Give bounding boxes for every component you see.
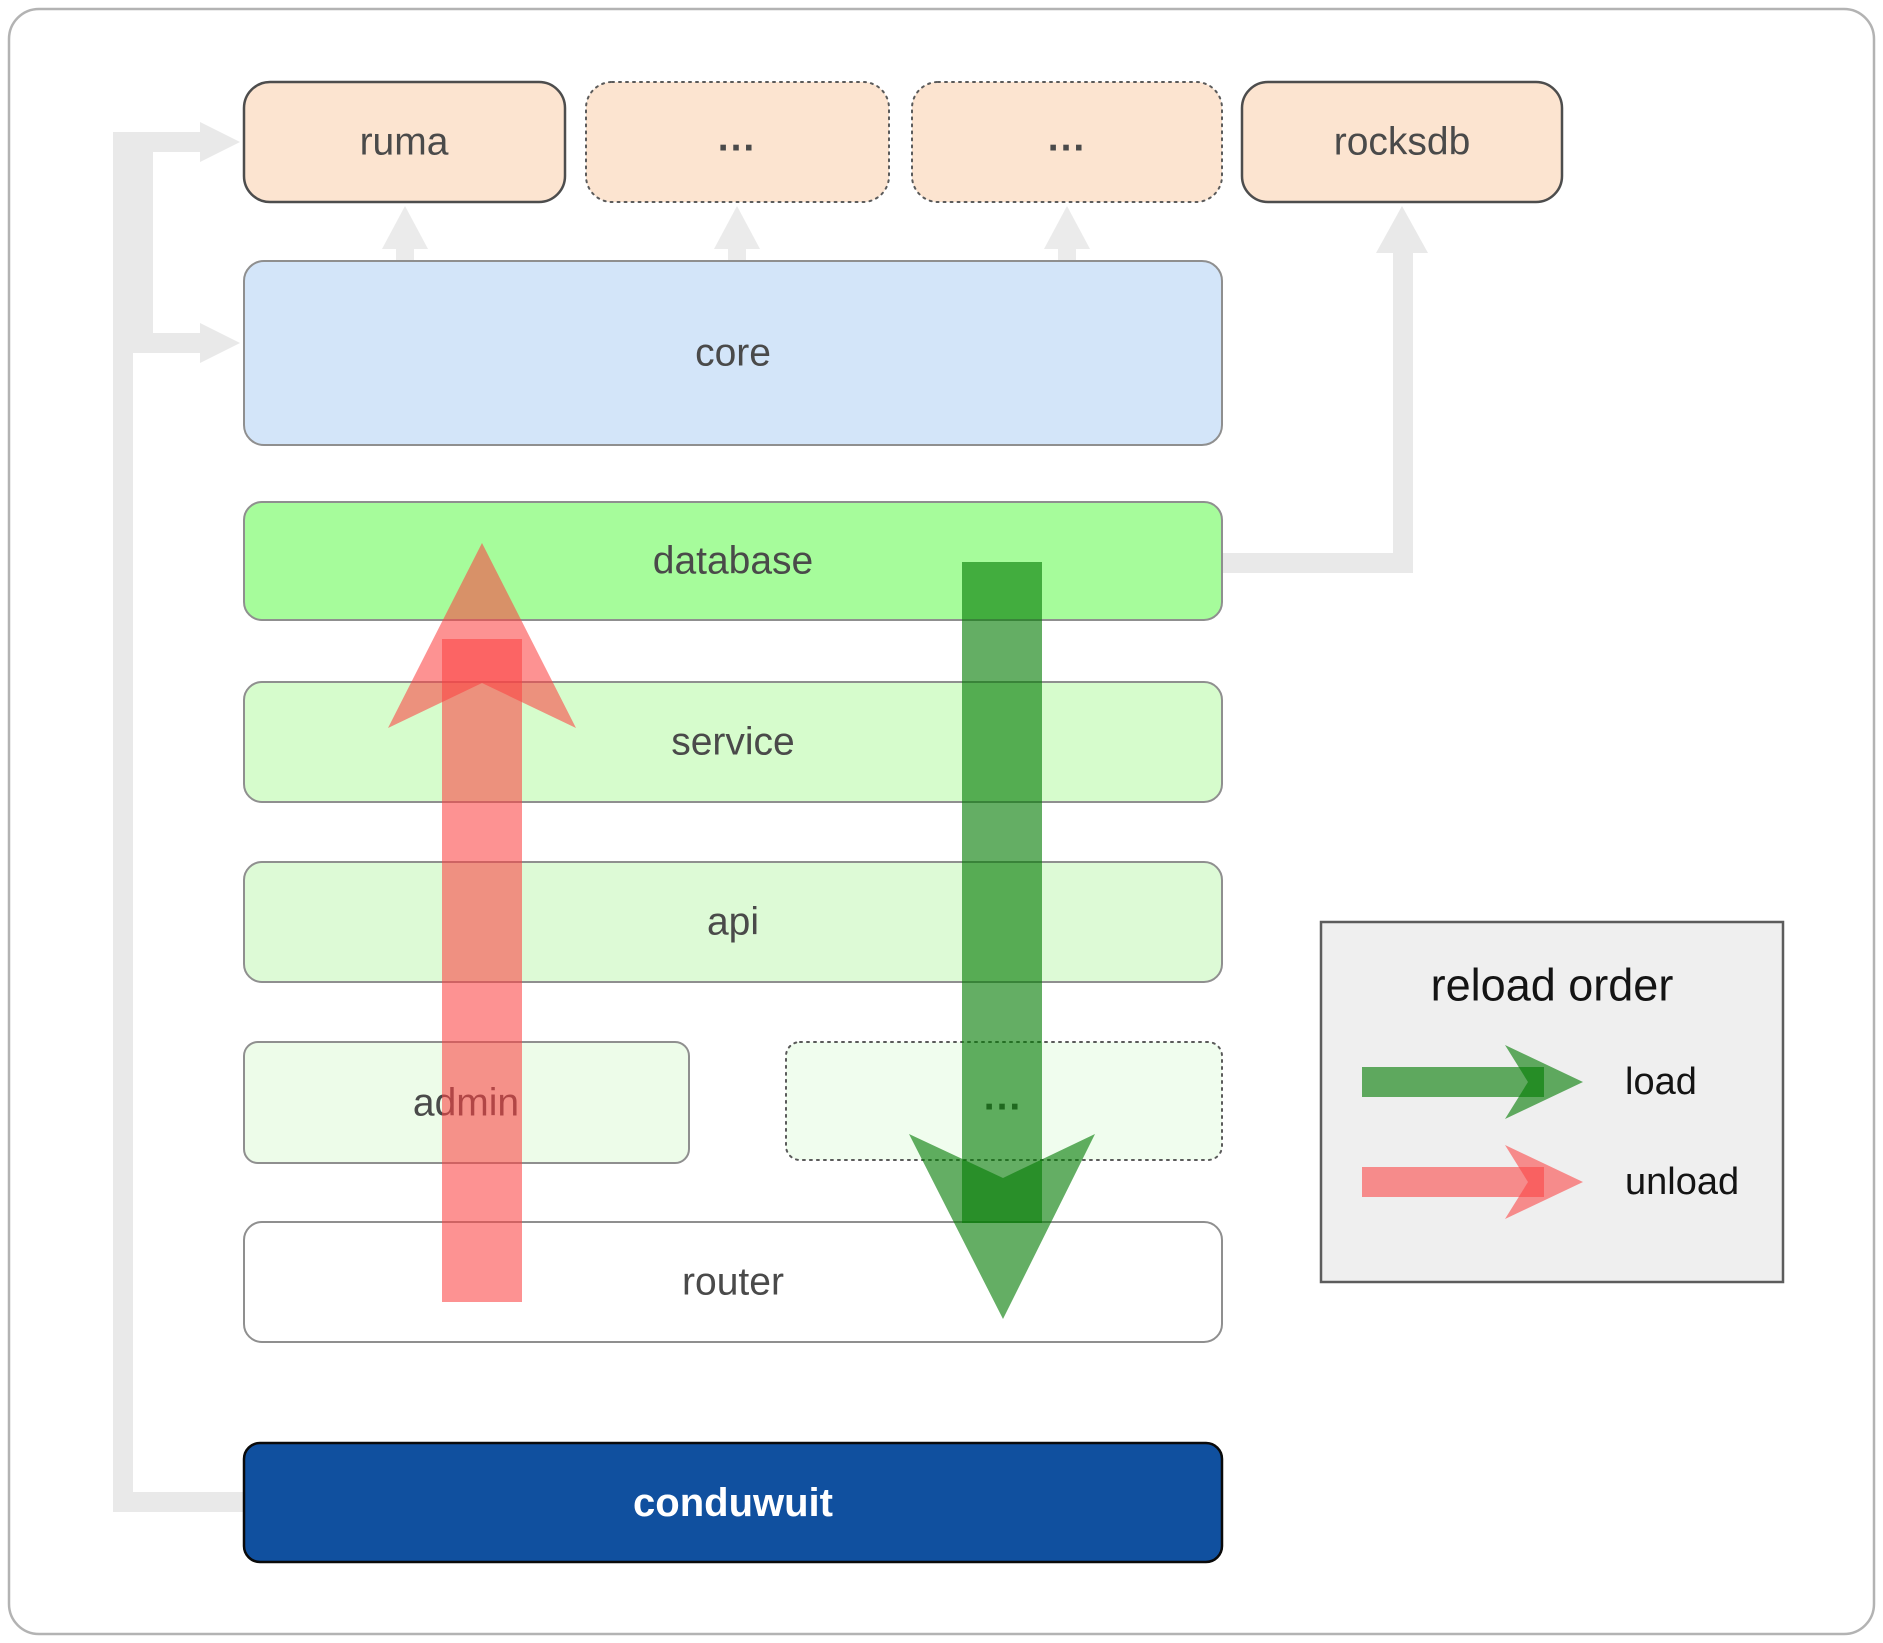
unload-arrowhead-icon [388, 543, 576, 728]
box-label-api: api [707, 901, 759, 944]
load-arrowhead-icon [909, 1134, 1095, 1319]
arrowhead-into-core-icon [200, 323, 240, 363]
box-crate-dots-2: ... [911, 81, 1223, 203]
arrowhead-icon [714, 206, 760, 249]
connector-conduwuit-to-ruma [113, 122, 244, 1512]
box-label-dots: ... [718, 117, 757, 160]
box-label-conduwuit: conduwuit [633, 1481, 833, 1525]
box-rocksdb: rocksdb [1240, 80, 1564, 204]
load-arrow-shaft [962, 562, 1042, 1223]
unload-arrow [388, 543, 576, 1302]
box-label-rocksdb: rocksdb [1334, 121, 1471, 164]
connector-line [1222, 252, 1413, 573]
legend-load-label: load [1625, 1061, 1697, 1103]
arrow-shaft [728, 246, 746, 262]
legend-title: reload order [1431, 960, 1674, 1011]
box-label-dots: ... [1048, 117, 1087, 160]
legend-unload-shaft [1362, 1167, 1544, 1197]
box-label-router: router [682, 1261, 784, 1304]
connector-conduwuit-to-core [133, 148, 240, 363]
arrow-shaft [1058, 246, 1076, 262]
box-service: service [243, 681, 1223, 803]
arrow-core-to-dots2 [1044, 206, 1090, 262]
arrowhead-icon [382, 206, 428, 249]
arrowhead-into-ruma-icon [200, 122, 240, 162]
connector-line [113, 132, 244, 1512]
box-conduwuit: conduwuit [242, 1441, 1224, 1564]
arrow-core-to-ruma [382, 206, 428, 262]
box-label-service: service [671, 721, 795, 764]
box-rect [585, 81, 890, 203]
box-api: api [243, 861, 1223, 983]
arrow-shaft [396, 246, 414, 262]
box-router: router [243, 1221, 1223, 1343]
legend-load-arrowhead-icon [1505, 1045, 1583, 1119]
arrowhead-icon [1044, 206, 1090, 249]
box-label-database: database [653, 540, 813, 583]
box-crate-dots-1: ... [585, 81, 890, 203]
legend-unload-label: unload [1625, 1161, 1739, 1203]
box-label-ruma: ruma [360, 121, 449, 164]
legend-unload-arrow [1362, 1145, 1583, 1219]
load-arrow [909, 562, 1095, 1319]
connector-line [133, 148, 202, 353]
legend-load-arrow [1362, 1045, 1583, 1119]
arrow-core-to-dots1 [714, 206, 760, 262]
box-rect [911, 81, 1223, 203]
box-rect [1240, 80, 1564, 204]
box-core: core [243, 260, 1223, 446]
box-rect [243, 260, 1223, 446]
legend-box [1319, 920, 1785, 1284]
arrowhead-into-rocksdb-icon [1376, 206, 1428, 253]
diagram-border [7, 7, 1876, 1636]
legend: reload order load unload [1319, 920, 1785, 1284]
legend-unload-arrowhead-icon [1505, 1145, 1583, 1219]
box-database: database [243, 501, 1223, 621]
box-ruma: ruma [242, 80, 567, 204]
box-rect [242, 80, 567, 204]
legend-load-shaft [1362, 1067, 1544, 1097]
connector-database-to-rocksdb [1222, 206, 1428, 573]
unload-arrow-shaft [442, 639, 522, 1302]
box-rect [242, 1441, 1224, 1564]
box-label-core: core [695, 332, 771, 375]
